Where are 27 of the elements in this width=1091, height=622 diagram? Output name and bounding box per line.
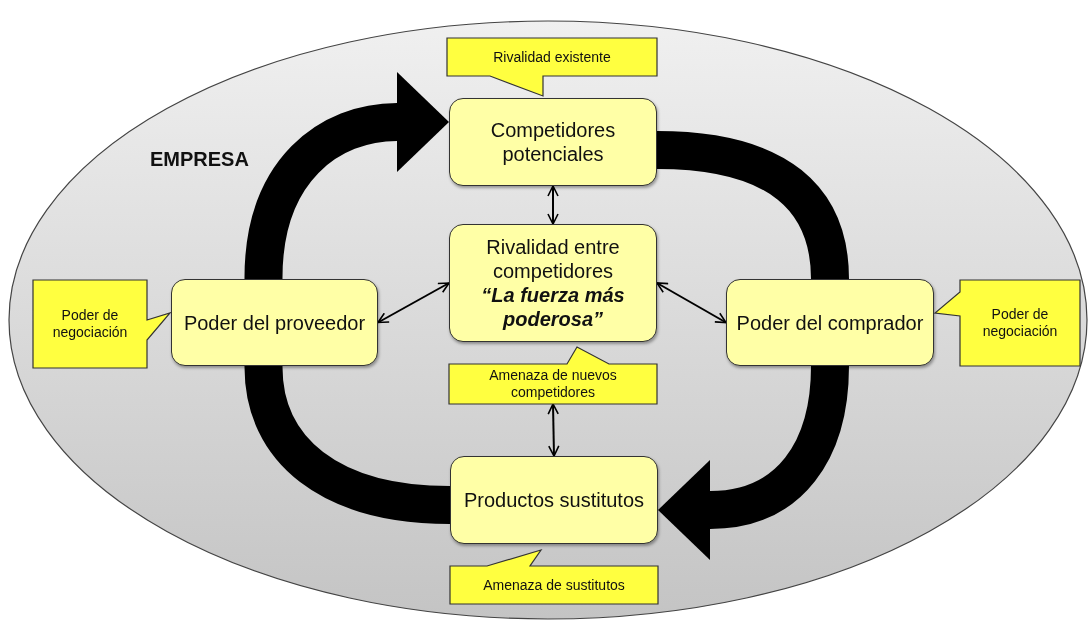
ellipse-heading: EMPRESA: [150, 148, 249, 171]
callout-bubble: [447, 38, 657, 96]
callout-bubble: [450, 550, 658, 604]
callout-text: Amenaza de nuevos competidores: [488, 366, 618, 402]
callout-text: Amenaza de sustitutos: [482, 575, 626, 595]
box-label: Productos sustitutos: [463, 488, 645, 512]
box-subtitle: “La fuerza más poderosa”: [480, 283, 626, 331]
force-box: [449, 98, 657, 186]
callout-bubble: [935, 280, 1080, 366]
callout-text: Poder de negociación: [981, 305, 1059, 341]
double-arrow: [547, 185, 559, 225]
box-label: Poder del comprador: [736, 310, 924, 335]
double-arrow: [656, 282, 727, 324]
double-arrow: [377, 282, 450, 324]
box-label: Rivalidad entre competidores: [485, 235, 621, 283]
force-box: [171, 279, 378, 366]
callout-text: Poder de negociación: [51, 306, 129, 342]
company-ellipse: [8, 20, 1088, 620]
callout-bubble: [33, 280, 170, 368]
force-box: [726, 279, 934, 366]
box-label: Poder del proveedor: [183, 310, 366, 335]
callout-text: Rivalidad existente: [492, 47, 612, 67]
box-label: Competidores potenciales: [489, 118, 617, 166]
force-box: [450, 456, 658, 544]
force-box: [449, 224, 657, 342]
double-arrow: [547, 403, 560, 457]
callout-bubble: [449, 347, 657, 404]
